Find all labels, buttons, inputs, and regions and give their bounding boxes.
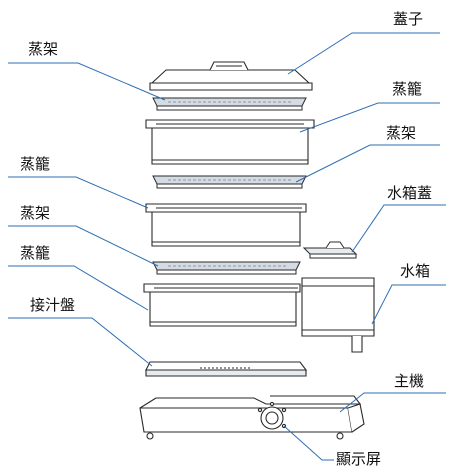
- label-main-unit: 主機: [394, 372, 425, 390]
- leader-water-tank: [371, 284, 446, 325]
- leader-steam-rack-middle: [295, 144, 440, 183]
- steamer-basket-middle: [145, 203, 307, 247]
- label-drip-tray: 接汁盤: [30, 296, 76, 314]
- leader-drip-tray: [8, 317, 153, 367]
- label-water-tank: 水箱: [400, 262, 431, 280]
- leader-steam-rack-top: [8, 62, 166, 101]
- steamer-basket-bottom: [143, 283, 301, 327]
- label-steamer-basket-middle: 蒸籠: [20, 155, 51, 173]
- lid: [149, 61, 313, 91]
- leader-display-screen: [283, 425, 334, 461]
- label-steam-rack-bottom: 蒸架: [20, 204, 51, 222]
- leader-lines: [8, 32, 446, 461]
- leader-lid: [287, 32, 440, 75]
- leader-steamer-basket-middle: [8, 176, 149, 209]
- display-dial: [257, 401, 287, 430]
- leader-steam-rack-bottom: [8, 225, 159, 267]
- steam-rack-bottom: [152, 261, 301, 275]
- main-unit: [139, 395, 365, 440]
- label-lid: 蓋子: [393, 10, 424, 28]
- label-water-tank-lid: 水箱蓋: [387, 184, 433, 202]
- leader-steamer-basket-bottom: [8, 265, 149, 311]
- steam-rack-top: [152, 97, 307, 111]
- label-steam-rack-middle: 蒸架: [386, 124, 417, 142]
- water-tank-lid: [302, 241, 358, 259]
- leader-steamer-basket-top: [299, 102, 440, 133]
- label-steam-rack-top: 蒸架: [28, 40, 59, 58]
- leader-main-unit: [339, 392, 446, 413]
- label-steamer-basket-top: 蒸籠: [392, 80, 423, 98]
- water-tank: [301, 277, 375, 353]
- steamer-basket-top: [145, 119, 315, 165]
- leader-water-tank-lid: [351, 204, 446, 253]
- drip-tray: [145, 361, 308, 377]
- steam-rack-middle: [152, 175, 307, 189]
- label-steamer-basket-bottom: 蒸籠: [20, 244, 51, 262]
- label-display-screen: 顯示屏: [336, 450, 382, 468]
